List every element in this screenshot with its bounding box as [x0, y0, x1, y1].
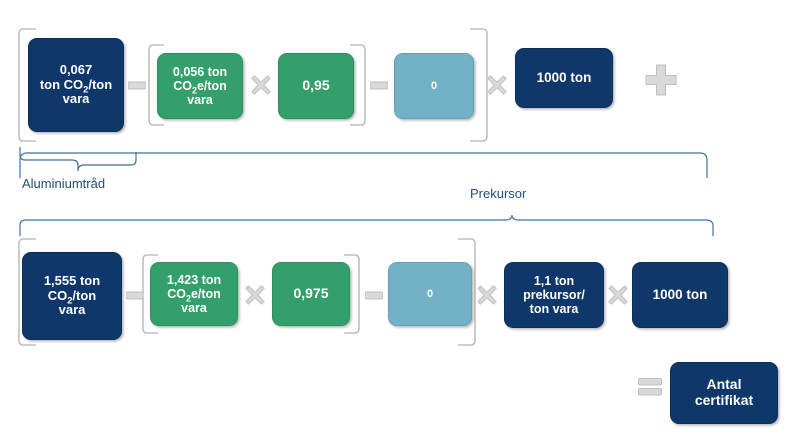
- row2-operator-times-3: [608, 285, 628, 305]
- row1-quantity-text: 1000 ton: [536, 70, 592, 86]
- prekursor-brace-lower: [18, 214, 718, 238]
- row1-benchmark-multiplier-text: 0,95: [302, 77, 330, 94]
- row1-operator-times-1: [251, 75, 271, 95]
- row1-zero-value-text: 0: [430, 79, 438, 92]
- row1-quantity-box[interactable]: 1000 ton: [515, 48, 613, 108]
- row2-quantity-box[interactable]: 1000 ton: [632, 262, 728, 328]
- row1-brace-label: Aluminiumtråd: [22, 176, 106, 191]
- prekursor-brace-upper: [18, 152, 718, 180]
- row2-benchmark-multiplier-text: 0,975: [293, 285, 329, 302]
- row2-quantity-text: 1000 ton: [652, 287, 708, 303]
- row2-benchmark-multiplier-box[interactable]: 0,975: [272, 262, 350, 326]
- row1-operator-times-2: [487, 75, 507, 95]
- row1-aluminiumtrad-brace: [18, 146, 138, 172]
- row1-operator-minus-1: [128, 80, 146, 90]
- row2-zero-value-text: 0: [426, 287, 434, 300]
- row2-operator-minus-1: [126, 290, 144, 300]
- row2-operator-minus-2: [365, 290, 383, 300]
- row1-zero-value-box[interactable]: 0: [394, 53, 474, 119]
- row2-operator-times-2: [477, 285, 497, 305]
- row1-operator-plus: [645, 64, 677, 96]
- row2-brace-label: Prekursor: [470, 186, 527, 201]
- result-operator-equals: [638, 378, 662, 396]
- row2-operator-times-1: [245, 285, 265, 305]
- row1-benchmark-multiplier-box[interactable]: 0,95: [278, 53, 354, 119]
- row1-operator-minus-2: [370, 80, 388, 90]
- row2-zero-value-box[interactable]: 0: [388, 262, 472, 326]
